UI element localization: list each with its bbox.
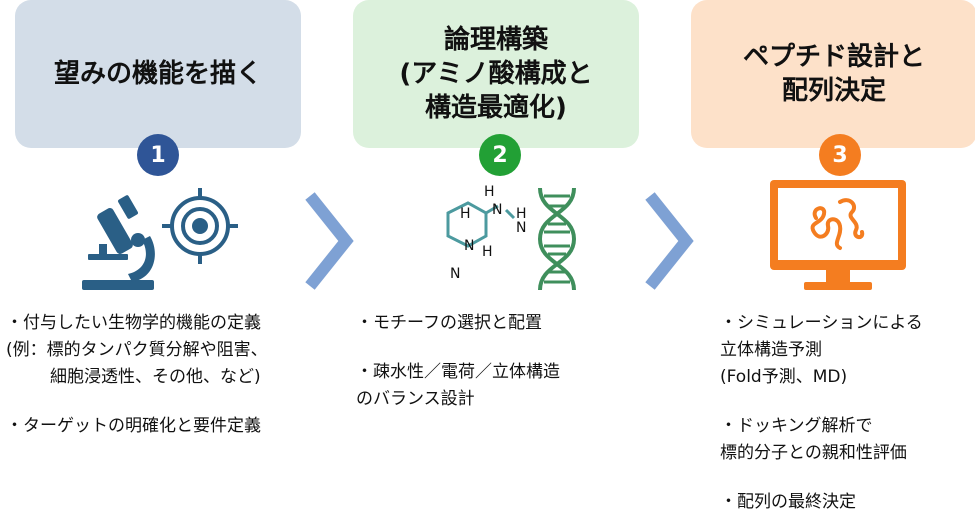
step1-desc-line: ・付与したい生物学的機能の定義 xyxy=(6,313,261,333)
step3-desc-line: ・シミュレーションによる xyxy=(720,313,923,333)
step2-title-line: 構造最適化) xyxy=(425,93,567,123)
step2-title-box: 論理構築 (アミノ酸構成と 構造最適化) xyxy=(353,0,639,148)
chem-label: N xyxy=(464,238,474,254)
step3-description: ・シミュレーションによる 立体構造予測 (Fold予測、MD) ・ドッキング解析… xyxy=(720,310,923,516)
step2-number-badge: 2 xyxy=(479,134,521,176)
target-icon xyxy=(162,188,238,264)
dna-icon xyxy=(537,187,577,291)
step1-number-badge: 1 xyxy=(137,134,179,176)
step3-desc-line: ・配列の最終決定 xyxy=(720,492,856,512)
step3-desc-line: (Fold予測、MD) xyxy=(720,367,848,387)
step1-icon-group xyxy=(80,178,240,296)
step1-description: ・付与したい生物学的機能の定義 (例：標的タンパク質分解や阻害、 細胞浸透性、そ… xyxy=(6,310,268,440)
chem-label: H xyxy=(484,184,495,200)
monitor-protein-icon xyxy=(770,180,906,290)
step2-desc-line: のバランス設計 xyxy=(356,389,475,409)
step3-title-line: 配列決定 xyxy=(781,76,886,106)
step2-icon-group: H N H N H N H N xyxy=(428,178,588,296)
step3-title-box: ペプチド設計と 配列決定 xyxy=(691,0,975,148)
step3-icon-group xyxy=(768,178,908,296)
chem-label: H xyxy=(460,206,471,222)
step2-desc-line: ・モチーフの選択と配置 xyxy=(356,313,542,333)
step3-title-line: ペプチド設計と xyxy=(742,42,925,72)
chemical-structure-icon: H N H N H N H N xyxy=(446,184,527,282)
chem-label: H xyxy=(516,206,527,222)
microscope-icon xyxy=(82,195,155,290)
step1-title-line: 望みの機能を描く xyxy=(53,59,262,89)
chem-label: N xyxy=(492,202,502,218)
step2-title-line: (アミノ酸構成と xyxy=(399,59,593,89)
step3-desc-line: 標的分子との親和性評価 xyxy=(720,443,907,463)
step2-title-line: 論理構築 xyxy=(443,25,548,55)
step3-number-badge: 3 xyxy=(819,134,861,176)
chem-label: N xyxy=(516,220,526,236)
step1-desc-line: (例：標的タンパク質分解や阻害、 xyxy=(6,340,268,360)
step1-title-box: 望みの機能を描く xyxy=(15,0,301,148)
step1-desc-line: 細胞浸透性、その他、など) xyxy=(50,367,261,387)
step3-desc-line: 立体構造予測 xyxy=(720,340,822,360)
chevron-right-icon xyxy=(305,192,354,290)
chem-label: H xyxy=(482,244,493,260)
step2-description: ・モチーフの選択と配置 ・疎水性／電荷／立体構造 のバランス設計 xyxy=(356,310,560,413)
step1-desc-line: ・ターゲットの明確化と要件定義 xyxy=(6,416,261,436)
step3-desc-line: ・ドッキング解析で xyxy=(720,416,873,436)
step2-desc-line: ・疎水性／電荷／立体構造 xyxy=(356,362,560,382)
chevron-right-icon xyxy=(645,192,694,290)
chem-label: N xyxy=(450,266,460,282)
